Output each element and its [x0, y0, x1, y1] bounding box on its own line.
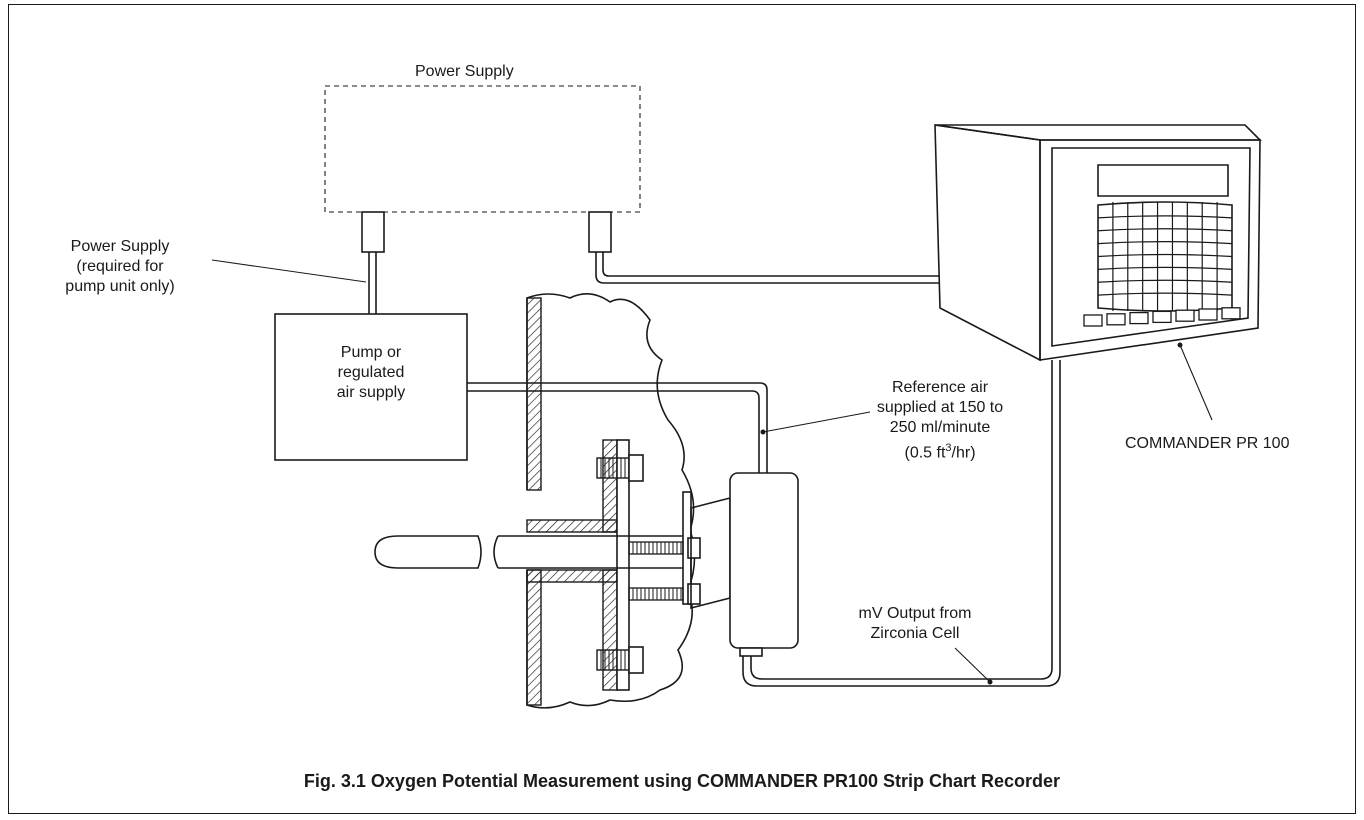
recorder-key	[1152, 310, 1172, 324]
terminal-box	[729, 472, 799, 649]
probe-tube	[374, 535, 683, 569]
recorder-key	[1221, 307, 1241, 320]
commander-pr100-recorder	[934, 124, 1262, 362]
figure-caption: Fig. 3.1 Oxygen Potential Measurement us…	[303, 771, 1061, 791]
reference-air-tube	[467, 382, 768, 552]
reference-air-line1: Reference air	[891, 379, 989, 396]
pump-label-line1: Pump or	[340, 344, 402, 361]
power-supply-note: Power Supply (required for pump unit onl…	[50, 237, 190, 297]
recorder-key	[1129, 311, 1149, 325]
figure-frame	[8, 4, 1356, 814]
recorder-key	[1198, 308, 1218, 321]
pump-label-line2: regulated	[337, 364, 405, 381]
recorder-key	[1175, 309, 1195, 322]
mv-output-line1: mV Output from	[858, 605, 972, 622]
power-supply-leader	[211, 259, 367, 283]
mv-output-label: mV Output from Zirconia Cell	[845, 604, 985, 644]
pump-box	[274, 313, 468, 461]
chart-grid	[1097, 201, 1233, 312]
power-connector-left	[361, 211, 385, 314]
recorder-keypad	[1083, 307, 1241, 327]
power-supply-note-line3: pump unit only)	[65, 278, 175, 295]
power-supply-note-line2: (required for	[76, 258, 164, 275]
reference-air-label: Reference air supplied at 150 to 250 ml/…	[860, 378, 1020, 463]
probe-head	[628, 491, 731, 610]
power-supply-note-line1: Power Supply	[70, 238, 170, 255]
reference-air-line4: (0.5 ft3/hr)	[904, 442, 976, 462]
recorder-key	[1106, 313, 1126, 326]
pump-label: Pump or regulated air supply	[296, 343, 446, 403]
flue-wall	[526, 293, 696, 709]
mv-output-cable	[742, 360, 1061, 687]
reference-air-line3: 250 ml/minute	[889, 419, 991, 436]
mv-output-line2: Zirconia Cell	[870, 625, 960, 642]
recorder-key	[1083, 314, 1103, 327]
reference-air-line2: supplied at 150 to	[876, 399, 1004, 416]
mounting-flange	[596, 439, 644, 691]
power-connector-right	[588, 211, 940, 284]
reference-air-leader	[762, 411, 871, 433]
power-supply-box-label: Power Supply	[415, 63, 514, 80]
recorder-leader	[1179, 344, 1213, 421]
recorder-label: COMMANDER PR 100	[1125, 435, 1290, 452]
power-supply-box	[324, 85, 641, 213]
pump-label-line3: air supply	[336, 384, 406, 401]
